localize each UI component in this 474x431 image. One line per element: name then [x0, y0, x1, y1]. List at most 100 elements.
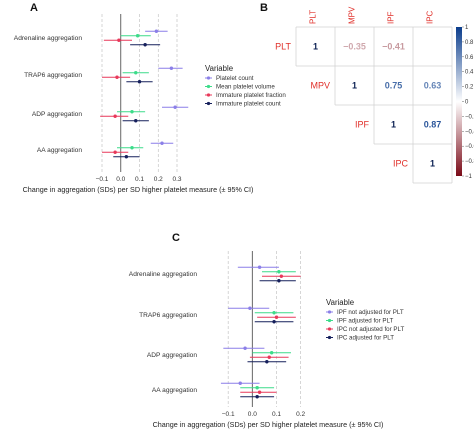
legend-key-ipf-not-adjusted-for-plt — [327, 310, 332, 314]
point-ipf-adjusted-for-plt-adrenaline-aggregation — [277, 270, 281, 274]
point-mean-platelet-volume-adrenaline-aggregation — [135, 34, 140, 38]
colorbar-tick-label: −0.6 — [465, 144, 474, 150]
legend-label-immature-platelet-fraction: Immature platelet fraction — [216, 92, 286, 99]
point-immature-platelet-fraction-adrenaline-aggregation — [117, 38, 121, 42]
point-immature-platelet-fraction-aa-aggregation — [113, 150, 117, 154]
colorbar-tick-label: 1 — [465, 25, 469, 31]
point-ipf-adjusted-for-plt-trap6-aggregation — [272, 311, 276, 315]
legend-key-ipc-adjusted-for-plt — [327, 335, 332, 340]
legend-key-ipc-not-adjusted-for-plt — [327, 327, 332, 331]
legend-key-platelet-count — [206, 76, 211, 80]
corr-value-1-2: 0.75 — [385, 81, 403, 91]
x-tick-label: 0.3 — [172, 176, 181, 183]
point-ipc-not-adjusted-for-plt-adrenaline-aggregation — [279, 274, 284, 278]
legend-label-ipf-adjusted-for-plt: IPF adjusted for PLT — [337, 318, 394, 325]
colorbar-tick-label: −1 — [465, 174, 473, 180]
legend-key-mean-platelet-volume — [206, 84, 211, 89]
point-immature-platelet-count-aa-aggregation — [124, 155, 129, 159]
col-header-ipf: IPF — [387, 11, 396, 24]
row-label-ipc: IPC — [393, 159, 409, 169]
y-tick-label-adp-aggregation: ADP aggregation — [147, 352, 197, 359]
x-tick-label: 0.2 — [154, 176, 163, 183]
legend-key-immature-platelet-fraction — [206, 93, 211, 97]
row-label-ipf: IPF — [355, 120, 370, 130]
point-ipc-adjusted-for-plt-aa-aggregation — [255, 395, 259, 399]
y-tick-label-adrenaline-aggregation: Adrenaline aggregation — [14, 35, 83, 42]
point-ipf-not-adjusted-for-plt-aa-aggregation — [238, 381, 242, 385]
y-tick-label-trap6-aggregation: TRAP6 aggregation — [24, 72, 82, 79]
point-immature-platelet-fraction-adp-aggregation — [113, 114, 117, 118]
point-platelet-count-aa-aggregation — [160, 141, 164, 145]
colorbar-tick-label: 0.2 — [465, 85, 474, 91]
colorbar-tick-label: 0.6 — [465, 55, 474, 61]
corr-value-2-2: 1 — [391, 120, 396, 130]
point-ipf-adjusted-for-plt-aa-aggregation — [255, 386, 259, 390]
x-tick-label: 0.1 — [135, 176, 144, 183]
legend-label-ipc-not-adjusted-for-plt: IPC not adjusted for PLT — [337, 326, 405, 333]
panel-a-letter: A — [30, 2, 38, 14]
point-ipf-not-adjusted-for-plt-trap6-aggregation — [248, 306, 252, 310]
y-tick-label-aa-aggregation: AA aggregation — [37, 147, 82, 154]
point-platelet-count-adrenaline-aggregation — [154, 29, 159, 33]
point-ipc-adjusted-for-plt-adrenaline-aggregation — [277, 279, 281, 283]
legend-label-platelet-count: Platelet count — [216, 75, 254, 82]
colorbar-tick-label: 0 — [465, 100, 469, 106]
corr-value-3-3: 1 — [430, 159, 435, 169]
y-tick-label-aa-aggregation: AA aggregation — [152, 387, 197, 394]
point-mean-platelet-volume-aa-aggregation — [130, 146, 134, 150]
row-label-mpv: MPV — [310, 81, 330, 91]
point-platelet-count-trap6-aggregation — [169, 66, 174, 70]
legend-label-mean-platelet-volume: Mean platelet volume — [216, 84, 275, 91]
panel-c-letter: C — [172, 232, 180, 244]
y-tick-label-trap6-aggregation: TRAP6 aggregation — [139, 312, 197, 319]
point-ipf-not-adjusted-for-plt-adrenaline-aggregation — [257, 265, 262, 269]
corr-value-1-1: 1 — [352, 81, 357, 91]
x-tick-label: 0.1 — [272, 411, 281, 418]
point-ipf-not-adjusted-for-plt-adp-aggregation — [243, 346, 247, 350]
point-ipc-not-adjusted-for-plt-adp-aggregation — [267, 355, 271, 359]
colorbar-tick-label: 0.4 — [465, 70, 474, 76]
x-tick-label: −0.1 — [222, 411, 235, 418]
legend-label-ipf-not-adjusted-for-plt: IPF not adjusted for PLT — [337, 309, 404, 316]
point-mean-platelet-volume-trap6-aggregation — [134, 71, 138, 75]
corr-value-0-0: 1 — [313, 42, 318, 52]
y-tick-label-adp-aggregation: ADP aggregation — [32, 111, 82, 118]
legend-title: Variable — [326, 298, 354, 307]
x-tick-label: 0.2 — [296, 411, 305, 418]
corr-value-1-3: 0.63 — [424, 81, 442, 91]
x-axis-label: Change in aggregation (SDs) per SD highe… — [153, 420, 384, 429]
point-mean-platelet-volume-adp-aggregation — [130, 110, 134, 114]
x-tick-label: 0.0 — [116, 176, 125, 183]
colorbar-tick-label: −0.4 — [465, 129, 474, 135]
point-immature-platelet-count-trap6-aggregation — [137, 80, 142, 84]
colorbar-tick-label: −0.2 — [465, 114, 474, 120]
x-tick-label: 0.0 — [248, 411, 257, 418]
row-label-plt: PLT — [275, 42, 291, 52]
corr-value-0-1: −0.35 — [343, 42, 366, 52]
panel-b-letter: B — [260, 2, 268, 14]
colorbar — [456, 27, 462, 176]
col-header-ipc: IPC — [426, 10, 435, 24]
legend-title: Variable — [205, 64, 233, 73]
point-immature-platelet-count-adrenaline-aggregation — [143, 43, 147, 47]
x-tick-label: −0.1 — [96, 176, 109, 183]
point-ipc-not-adjusted-for-plt-trap6-aggregation — [274, 315, 279, 319]
point-ipc-adjusted-for-plt-trap6-aggregation — [272, 320, 276, 324]
point-ipc-adjusted-for-plt-adp-aggregation — [265, 360, 269, 364]
legend-label-immature-platelet-count: Immature platelet count — [216, 101, 281, 108]
point-platelet-count-adp-aggregation — [173, 105, 177, 109]
legend-key-immature-platelet-count — [206, 101, 211, 106]
corr-value-0-2: −0.41 — [382, 42, 405, 52]
x-axis-label: Change in aggregation (SDs) per SD highe… — [23, 185, 254, 194]
legend-key-ipf-adjusted-for-plt — [327, 318, 332, 323]
colorbar-tick-label: 0.8 — [465, 40, 474, 46]
point-immature-platelet-fraction-trap6-aggregation — [115, 75, 119, 79]
point-ipc-not-adjusted-for-plt-aa-aggregation — [257, 390, 262, 394]
col-header-plt: PLT — [309, 10, 318, 24]
corr-value-2-3: 0.87 — [424, 120, 442, 130]
point-immature-platelet-count-adp-aggregation — [134, 119, 138, 123]
